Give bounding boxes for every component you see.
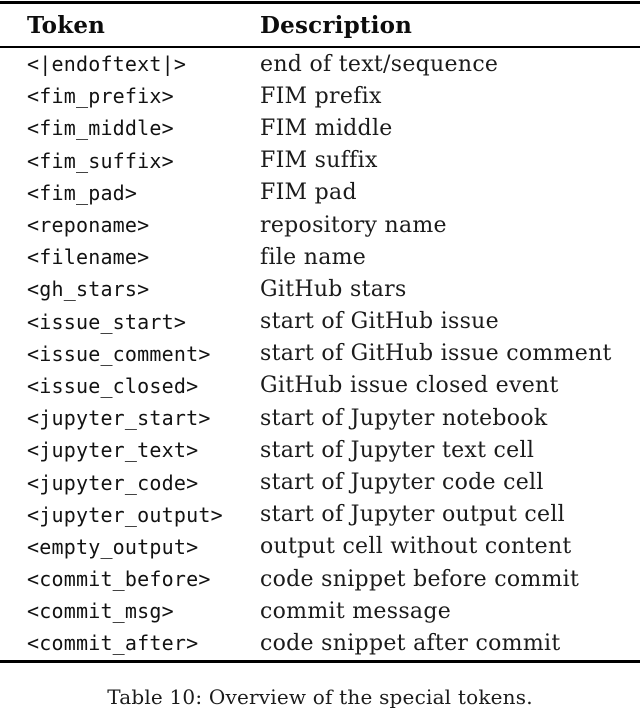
token-cell: <gh_stars>: [27, 277, 150, 302]
description-cell: FIM pad: [260, 180, 357, 206]
table-row: <jupyter_start> start of Jupyter notebook: [0, 402, 640, 434]
description-cell: FIM suffix: [260, 148, 378, 174]
description-cell: start of Jupyter output cell: [260, 502, 566, 528]
description-cell: start of GitHub issue comment: [260, 341, 612, 367]
table-row: <fim_pad> FIM pad: [0, 177, 640, 209]
table-row: <jupyter_text> start of Jupyter text cell: [0, 434, 640, 466]
table-row: <fim_suffix> FIM suffix: [0, 145, 640, 177]
table-row: <issue_comment> start of GitHub issue com…: [0, 338, 640, 370]
token-cell: <fim_pad>: [27, 180, 138, 205]
token-cell: <filename>: [27, 245, 150, 270]
column-header-token: Token: [27, 11, 106, 39]
description-cell: GitHub stars: [260, 276, 407, 302]
description-cell: repository name: [260, 212, 447, 238]
token-cell: <fim_prefix>: [27, 84, 174, 109]
table-row: <reponame> repository name: [0, 209, 640, 241]
token-cell: <reponame>: [27, 213, 150, 238]
table-header-row: Token Description: [0, 4, 640, 46]
table-row: <empty_output> output cell without conten…: [0, 531, 640, 563]
description-cell: FIM middle: [260, 115, 393, 141]
token-cell: <commit_before>: [27, 567, 211, 592]
description-cell: code snippet after commit: [260, 630, 561, 656]
token-cell: <issue_start>: [27, 309, 187, 334]
token-cell: <jupyter_text>: [27, 438, 199, 463]
token-cell: <jupyter_code>: [27, 470, 199, 495]
column-header-description: Description: [260, 11, 413, 39]
description-cell: start of Jupyter code cell: [260, 470, 544, 496]
token-cell: <commit_after>: [27, 631, 199, 656]
token-cell: <jupyter_start>: [27, 406, 211, 431]
description-cell: commit message: [260, 598, 452, 624]
special-tokens-table: Token Description <|endoftext|> end of te…: [0, 1, 640, 663]
description-cell: start of Jupyter notebook: [260, 405, 548, 431]
token-cell: <issue_comment>: [27, 341, 211, 366]
table-caption: Table 10: Overview of the special tokens…: [107, 685, 533, 709]
token-cell: <jupyter_output>: [27, 502, 223, 527]
token-cell: <fim_middle>: [27, 116, 174, 141]
table-body: <|endoftext|> end of text/sequence <fim_pr…: [0, 48, 640, 660]
table-row: <issue_closed> GitHub issue closed event: [0, 370, 640, 402]
table-row: <gh_stars> GitHub stars: [0, 273, 640, 305]
table-row: <fim_middle> FIM middle: [0, 112, 640, 144]
token-cell: <commit_msg>: [27, 599, 174, 624]
table-row: <commit_before> code snippet before commi…: [0, 563, 640, 595]
description-cell: FIM prefix: [260, 83, 382, 109]
table-row: <jupyter_output> start of Jupyter output …: [0, 499, 640, 531]
description-cell: GitHub issue closed event: [260, 373, 559, 399]
description-cell: output cell without content: [260, 534, 572, 560]
token-cell: <issue_closed>: [27, 373, 199, 398]
description-cell: end of text/sequence: [260, 51, 499, 77]
table-row: <issue_start> start of GitHub issue: [0, 306, 640, 338]
table-row: <filename> file name: [0, 241, 640, 273]
token-cell: <empty_output>: [27, 534, 199, 559]
token-cell: <fim_suffix>: [27, 148, 174, 173]
description-cell: code snippet before commit: [260, 566, 580, 592]
description-cell: start of GitHub issue: [260, 309, 499, 335]
table-top-rule: [0, 1, 640, 4]
token-cell: <|endoftext|>: [27, 52, 187, 77]
description-cell: start of Jupyter text cell: [260, 437, 535, 463]
table-row: <commit_after> code snippet after commit: [0, 627, 640, 659]
table-row: <fim_prefix> FIM prefix: [0, 80, 640, 112]
table-row: <|endoftext|> end of text/sequence: [0, 48, 640, 80]
description-cell: file name: [260, 244, 367, 270]
table-mid-rule: [0, 46, 640, 48]
table-row: <jupyter_code> start of Jupyter code cell: [0, 466, 640, 498]
table-bottom-rule: [0, 659, 640, 663]
table-row: <commit_msg> commit message: [0, 595, 640, 627]
